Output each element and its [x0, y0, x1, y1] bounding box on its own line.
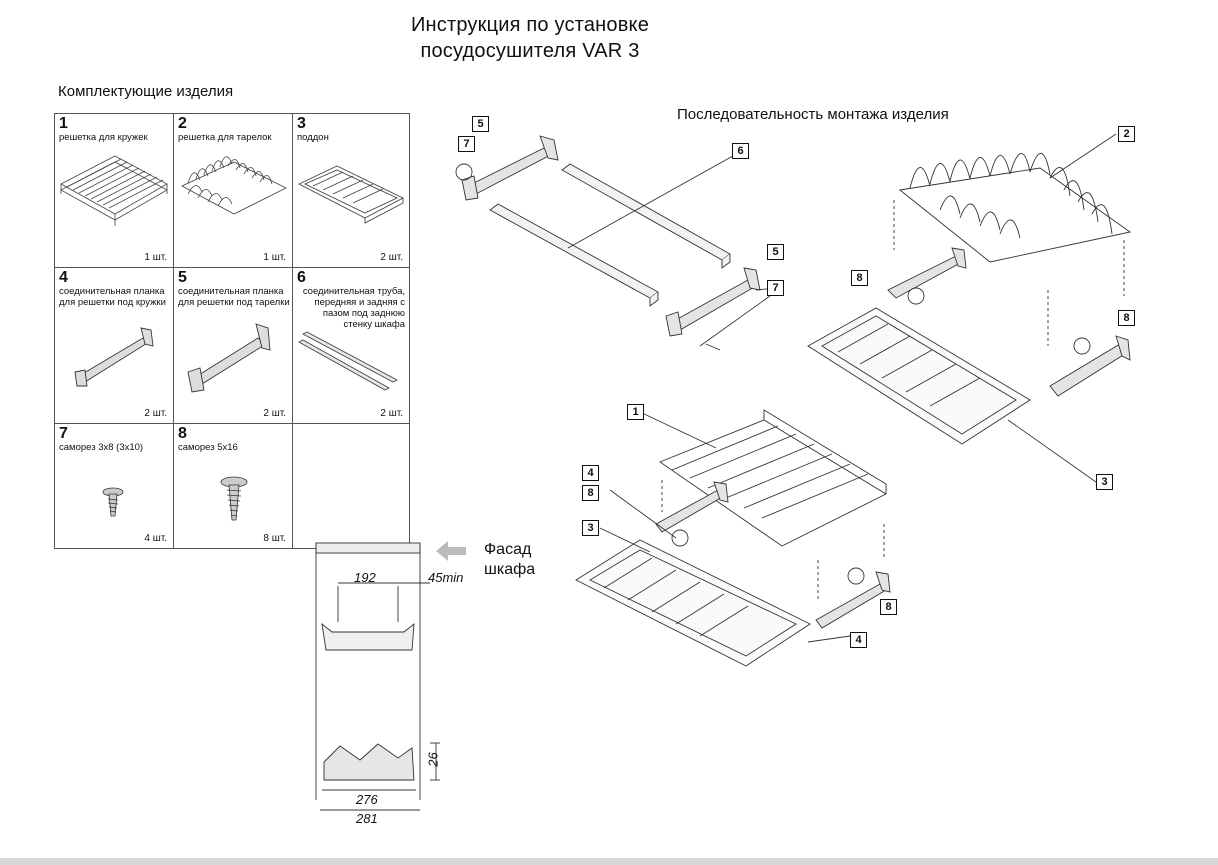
dimension-45min: 45min [428, 570, 464, 585]
tray-illustration [297, 165, 404, 224]
component-description: решетка для тарелок [178, 132, 272, 143]
callout-3: 3 [1096, 474, 1113, 490]
callout-8: 8 [880, 599, 897, 615]
cup-bracket-illustration [74, 327, 154, 387]
assembly-heading: Последовательность монтажа изделия [677, 106, 949, 123]
component-quantity: 4 шт. [144, 533, 167, 544]
screw-5x16-illustration [220, 476, 248, 521]
component-cell-6: 6 соединительная труба, передняя и задня… [293, 268, 409, 424]
component-description: поддон [297, 132, 329, 143]
screw-detail-markers [455, 163, 1091, 585]
component-number: 3 [297, 115, 306, 132]
callout-8: 8 [851, 270, 868, 286]
component-quantity: 2 шт. [380, 252, 403, 263]
plate-rack-illustration [181, 156, 287, 215]
cup-rack-illustration [60, 155, 168, 226]
components-heading: Комплектующие изделия [58, 83, 234, 100]
facade-line-2: шкафа [484, 561, 536, 578]
callout-8: 8 [582, 485, 599, 501]
callout-7: 7 [767, 280, 784, 296]
component-number: 8 [178, 425, 187, 442]
tray-lower [575, 539, 811, 667]
component-number: 6 [297, 269, 306, 286]
facade-label: Фасад шкафа [484, 540, 535, 580]
component-description: решетка для кружек [59, 132, 148, 143]
bracket-top-left [461, 135, 559, 201]
callout-5: 5 [472, 116, 489, 132]
components-table: 1 решетка для кружек 1 шт. 2 решетка для… [54, 113, 410, 549]
component-quantity: 2 шт. [144, 408, 167, 419]
cup-rack-drawing [659, 409, 887, 547]
dimension-192: 192 [354, 570, 376, 585]
callout-2: 2 [1118, 126, 1135, 142]
connecting-tubes-illustration [298, 331, 398, 391]
title-line-2: посудосушителя VAR 3 [420, 40, 640, 62]
component-description: соединительная планка для решетки под та… [178, 286, 290, 308]
component-cell-1: 1 решетка для кружек 1 шт. [55, 114, 174, 268]
bottom-border [0, 858, 1218, 865]
component-quantity: 2 шт. [263, 408, 286, 419]
component-description: саморез 5х16 [178, 442, 238, 453]
title-line-1: Инструкция по установке [410, 14, 650, 36]
component-number: 7 [59, 425, 68, 442]
component-cell-4: 4 соединительная планка для решетки под … [55, 268, 174, 424]
component-number: 2 [178, 115, 187, 132]
callout-1: 1 [627, 404, 644, 420]
component-cell-5: 5 соединительная планка для решетки под … [174, 268, 293, 424]
screw-3x8-illustration [102, 487, 124, 517]
component-number: 5 [178, 269, 187, 286]
dimension-26: 26 [425, 752, 441, 767]
document-title: Инструкция по установке посудосушителя V… [0, 12, 1060, 64]
callout-7: 7 [458, 136, 475, 152]
callout-5: 5 [767, 244, 784, 260]
callout-4: 4 [850, 632, 867, 648]
component-quantity: 8 шт. [263, 533, 286, 544]
component-cell-3: 3 поддон 2 шт. [293, 114, 409, 268]
component-quantity: 1 шт. [144, 252, 167, 263]
component-cell-7: 7 саморез 3х8 (3х10) 4 шт. [55, 424, 174, 548]
tubes [489, 163, 731, 307]
component-quantity: 2 шт. [380, 408, 403, 419]
dimension-281: 281 [356, 811, 378, 826]
component-number: 1 [59, 115, 68, 132]
plate-bracket-illustration [187, 323, 271, 393]
component-quantity: 1 шт. [263, 252, 286, 263]
facade-line-1: Фасад [484, 541, 532, 558]
tray-upper [807, 307, 1031, 445]
callout-8: 8 [1118, 310, 1135, 326]
callout-6: 6 [732, 143, 749, 159]
guide-arrows [893, 200, 1125, 346]
component-cell-8: 8 саморез 5х16 8 шт. [174, 424, 293, 548]
plate-rack-drawing [898, 153, 1132, 263]
component-description: саморез 3х8 (3х10) [59, 442, 144, 453]
component-description: соединительная труба, передняя и задняя … [302, 286, 405, 330]
cabinet-section-view [315, 541, 466, 811]
dimension-276: 276 [356, 792, 378, 807]
component-number: 4 [59, 269, 68, 286]
callout-4: 4 [582, 465, 599, 481]
bracket-right [665, 267, 761, 337]
callout-3: 3 [582, 520, 599, 536]
component-cell-2: 2 решетка для тарелок 1 шт. [174, 114, 293, 268]
component-description: соединительная планка для решетки под кр… [59, 286, 166, 308]
